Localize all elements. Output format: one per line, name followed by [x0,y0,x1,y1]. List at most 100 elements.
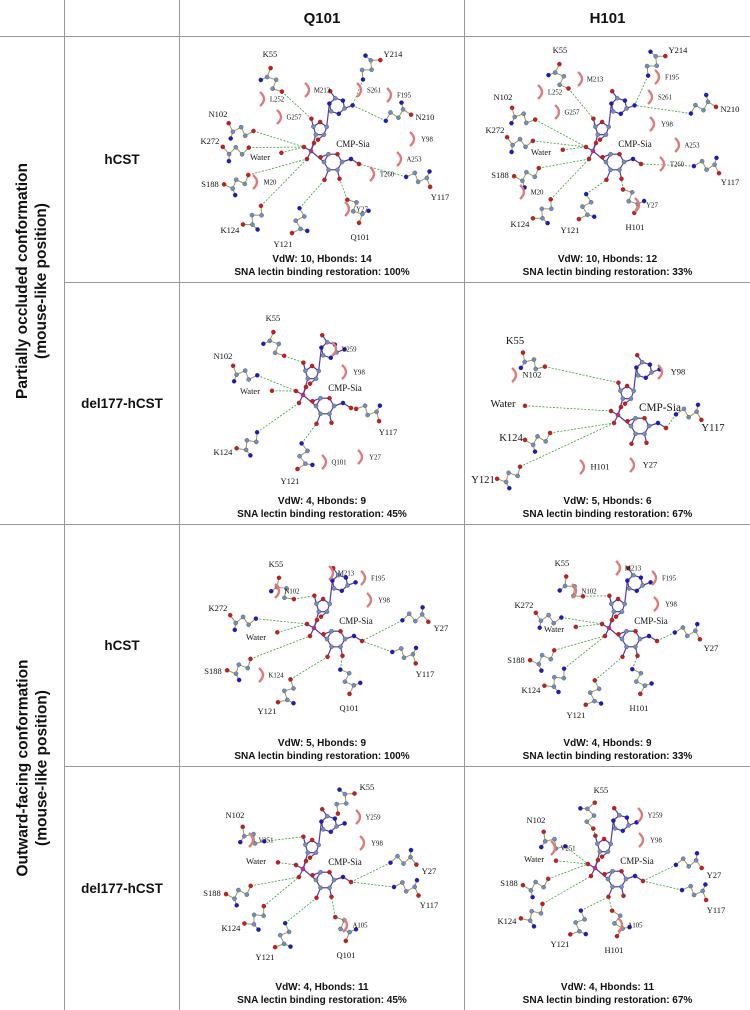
residue-label: Y214 [669,45,689,55]
atom [316,368,321,374]
atom [592,698,597,704]
atom [568,932,573,937]
atom [531,357,537,362]
atom [548,656,554,662]
atom [602,871,607,877]
atom [583,191,589,197]
hydrophobic-contact-t260: T260 [659,156,685,172]
hydrophobic-arc-icon [579,459,586,475]
atom [335,167,340,173]
atom [261,903,267,909]
atom [694,409,699,414]
atom [291,686,296,691]
atom [595,132,601,137]
bond [302,394,317,407]
atom [240,824,245,830]
atom [232,627,238,633]
atom [272,350,278,356]
atom [230,129,236,135]
atom [350,209,356,214]
atom [663,53,668,59]
residue-k55 [334,787,357,816]
hbond-line [248,146,305,149]
atom [327,885,332,891]
atom [268,65,273,71]
atom [353,580,358,585]
hbond-line [580,896,609,911]
hydrophobic-contact-h101: H101 [579,459,609,475]
atom [340,874,346,880]
residue-n102 [226,120,256,141]
atom [700,888,705,894]
atom [312,593,317,598]
atom [605,849,611,854]
atom [317,119,323,125]
atom [236,677,242,683]
atom [224,668,230,673]
atom [226,158,232,164]
hydrophobic-contact-s261: S261 [647,89,672,105]
group-subtitle: (mouse-like position) [33,689,50,846]
atom [398,646,404,651]
atom [351,633,357,639]
atom [313,877,319,883]
hydrophobic-arc-icon [409,131,416,147]
atom [583,144,589,150]
residue-y117 [353,403,383,424]
hbond-line [277,862,297,866]
atom [296,874,302,880]
residue-y121 [576,191,597,222]
atom [314,617,320,623]
residue-h101 [609,908,632,939]
residue-k124 [518,901,545,929]
atom [335,572,341,578]
residue-y27 [672,621,703,642]
atom [345,583,350,588]
atom [240,222,246,227]
atom [291,700,296,706]
hbond-line [538,158,590,169]
atom [592,678,598,683]
atom [551,620,556,626]
atom [305,850,311,855]
atom [327,395,332,401]
hydrophobic-arc-icon [577,71,584,87]
atom [383,118,389,124]
hbond-line [565,846,589,865]
hydrophobic-arc-icon [252,174,259,190]
atom [621,159,627,165]
atom [557,588,562,593]
atom [619,868,624,874]
atom [633,644,638,650]
hydrophobic-label: M213 [625,566,642,573]
group-label-outward-facing: Outward-facing conformation(mouse-like p… [0,525,65,1010]
atom [319,806,325,812]
atom [359,67,365,73]
atom [628,423,634,429]
atom [327,101,332,106]
atom [608,841,613,847]
residue-label: N102 [209,109,228,119]
hydrophobic-arc-icon [274,583,281,599]
atom [305,448,310,454]
hydrophobic-arc-icon [615,560,622,576]
residue-n102 [509,105,538,126]
atom [336,111,342,117]
residue-s188 [511,165,542,190]
atom [540,901,545,907]
atom [347,691,352,697]
residue-water [522,403,528,409]
atom [351,683,357,688]
atom [610,868,615,874]
atom [325,654,330,660]
atom [419,612,425,617]
atom [353,406,359,412]
residue-label: K124 [221,225,241,235]
atom [643,375,649,381]
atom [242,921,247,926]
atom [530,442,536,448]
atom [522,359,527,365]
residue-label: Water [544,624,564,634]
